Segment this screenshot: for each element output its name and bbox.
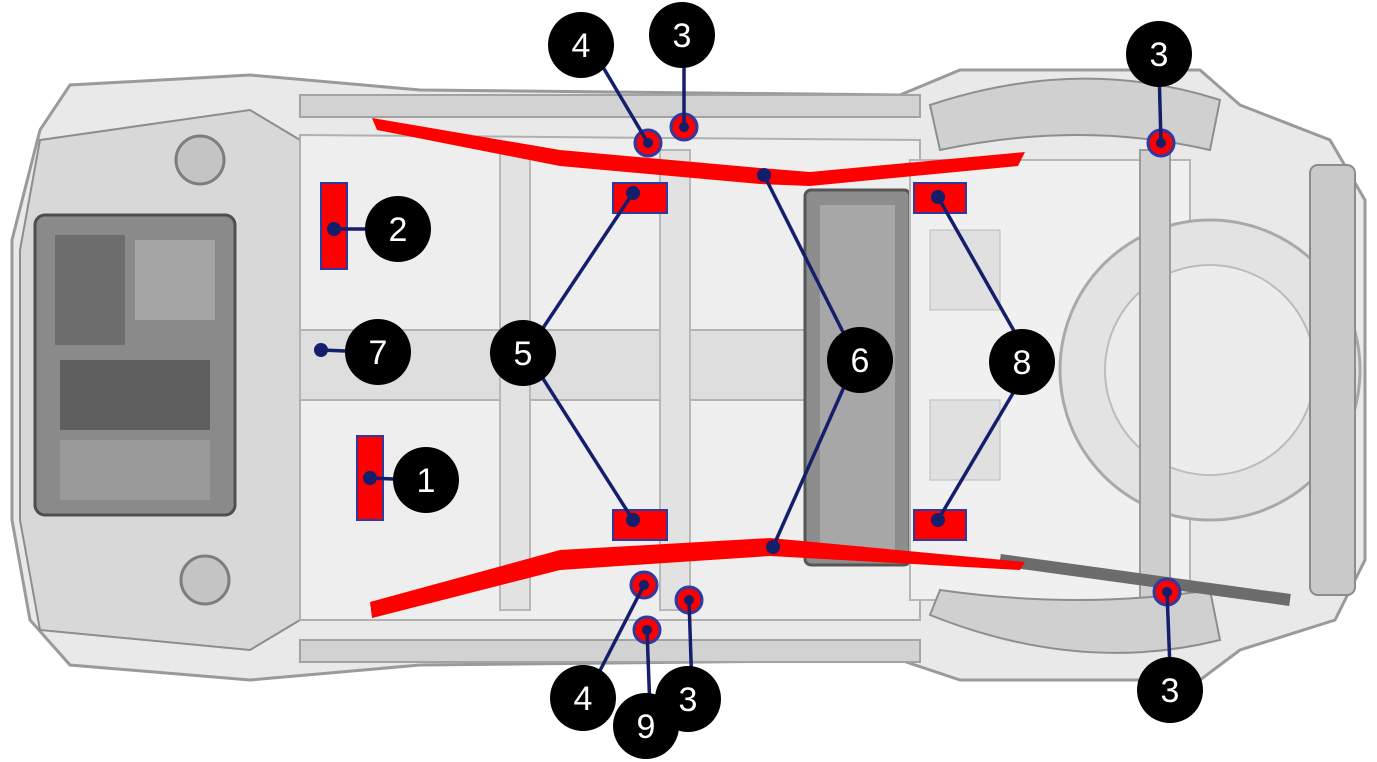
leader-dot-3c bbox=[684, 595, 694, 605]
lower-rocker-highlight bbox=[370, 538, 1025, 618]
callout-4b-label: 4 bbox=[574, 680, 593, 718]
leader-dot-6-top bbox=[757, 168, 771, 182]
leader-dot-3b bbox=[1156, 138, 1166, 148]
spare-wheel-well-inner bbox=[1104, 264, 1316, 476]
leader-3d bbox=[1165, 591, 1172, 669]
engine-detail-3 bbox=[60, 360, 210, 430]
leader-8-bottom bbox=[936, 377, 1024, 521]
callout-5: 5 bbox=[490, 320, 556, 386]
callout-6-label: 6 bbox=[851, 342, 870, 380]
left-side-sill bbox=[299, 94, 921, 118]
engine-detail-4 bbox=[60, 440, 210, 500]
callout-7: 7 bbox=[345, 319, 411, 385]
callout-3d-label: 3 bbox=[1161, 672, 1180, 710]
leader-8-top bbox=[936, 196, 1024, 346]
leader-6-top bbox=[762, 174, 850, 343]
callout-8: 8 bbox=[989, 329, 1055, 395]
leader-dot-2 bbox=[327, 222, 341, 236]
leader-dot-8-bottom bbox=[931, 513, 945, 527]
rear-right-wheel-arch bbox=[928, 588, 1222, 654]
callout-3a-label: 3 bbox=[673, 17, 692, 55]
callouts: 1 2 3 3 3 3 4 bbox=[345, 2, 1203, 759]
rear-bumper-beam bbox=[1309, 164, 1356, 596]
callout-6: 6 bbox=[827, 327, 893, 393]
callout-1-label: 1 bbox=[417, 462, 436, 500]
callout-4-bottom: 4 bbox=[550, 665, 616, 731]
callout-2-label: 2 bbox=[389, 211, 408, 249]
leader-dot-5-top bbox=[626, 186, 640, 200]
upper-rocker-highlight bbox=[372, 118, 1025, 186]
callout-3-bottom-rear: 3 bbox=[1137, 657, 1203, 723]
callout-3-top-front: 3 bbox=[649, 2, 715, 68]
callout-2: 2 bbox=[365, 196, 431, 262]
leader-dot-6-bottom bbox=[766, 540, 780, 554]
leader-dots bbox=[314, 122, 1172, 635]
callout-9-label: 9 bbox=[637, 708, 656, 746]
mount-points bbox=[629, 112, 1182, 645]
leader-5-top bbox=[533, 192, 635, 341]
rear-floor-pocket-2 bbox=[929, 399, 1001, 481]
callout-7-label: 7 bbox=[369, 334, 388, 372]
leader-dot-3d bbox=[1162, 587, 1172, 597]
highlight-rect-5-bottom bbox=[612, 509, 668, 541]
callout-4-top: 4 bbox=[548, 12, 614, 78]
engine-detail-1 bbox=[55, 235, 125, 345]
front-right-strut bbox=[179, 554, 231, 606]
leader-dot-4b bbox=[639, 580, 649, 590]
callout-3b-label: 3 bbox=[1150, 36, 1169, 74]
front-left-strut bbox=[174, 134, 226, 186]
leader-dot-1 bbox=[363, 471, 377, 485]
leader-4a bbox=[598, 61, 650, 144]
leader-6-bottom bbox=[771, 377, 850, 548]
leader-dot-4a bbox=[643, 138, 653, 148]
callout-3-top-rear: 3 bbox=[1126, 21, 1192, 87]
leader-dot-5-bottom bbox=[626, 513, 640, 527]
floor-crossmember-2 bbox=[659, 149, 691, 611]
callout-4a-label: 4 bbox=[572, 27, 591, 65]
leader-dot-8-top bbox=[931, 190, 945, 204]
callout-3c-label: 3 bbox=[679, 681, 698, 719]
rear-suspension-arm bbox=[999, 554, 1291, 606]
highlight-beams bbox=[370, 118, 1025, 618]
rear-left-wheel-arch bbox=[928, 77, 1222, 152]
car-body bbox=[10, 68, 1367, 682]
leader-5-bottom bbox=[533, 365, 635, 521]
callout-5-label: 5 bbox=[514, 335, 533, 373]
callout-8-label: 8 bbox=[1013, 344, 1032, 382]
rear-rail-left bbox=[1139, 149, 1171, 621]
leader-dot-3a bbox=[679, 122, 689, 132]
callout-1: 1 bbox=[393, 447, 459, 513]
callout-9: 9 bbox=[613, 693, 679, 759]
leader-dot-9 bbox=[642, 625, 652, 635]
leader-dot-7 bbox=[314, 343, 328, 357]
engine-detail-2 bbox=[135, 240, 215, 320]
